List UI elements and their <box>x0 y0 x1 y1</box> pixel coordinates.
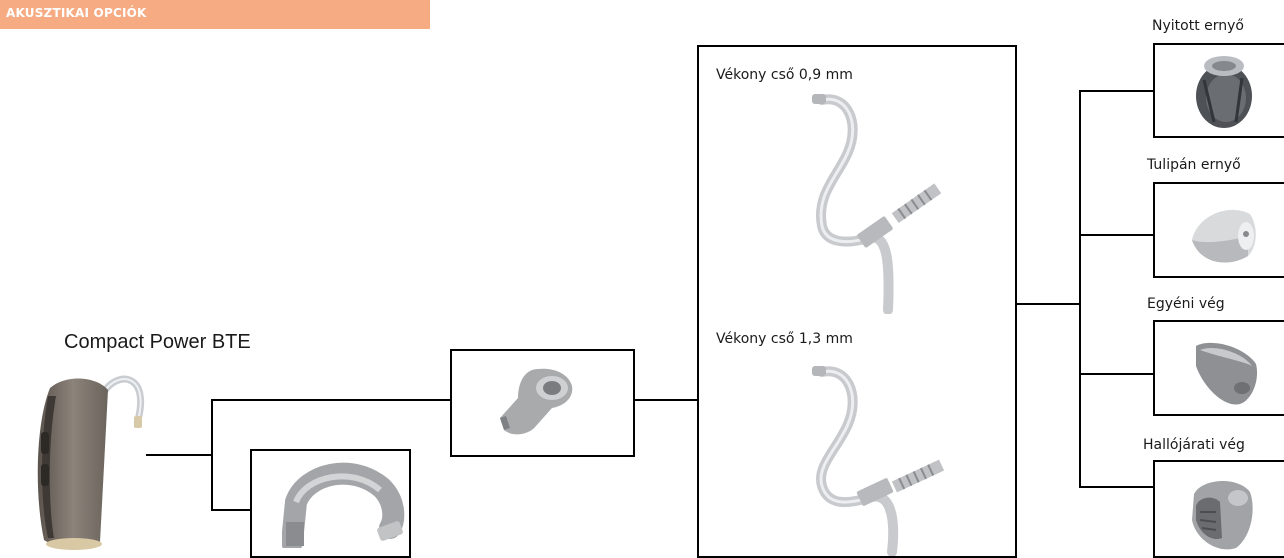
bte-hearing-aid-icon <box>26 372 158 552</box>
thin-tube-icon <box>808 94 958 314</box>
connector-to-adapter <box>211 399 451 401</box>
connector-split-vertical <box>211 399 213 510</box>
section-title: AKUSZTIKAI OPCIÓK <box>6 6 147 20</box>
open-dome-icon <box>1190 50 1260 132</box>
tip-label-tulip: Tulipán ernyő <box>1147 157 1241 173</box>
connector-adapter-tubes <box>634 399 698 401</box>
connector-tubes-tips <box>1016 303 1080 305</box>
tulip-dome-icon <box>1186 194 1262 272</box>
tip-label-custom: Egyéni vég <box>1147 296 1225 312</box>
connector-tip-canal <box>1079 486 1154 488</box>
custom-tip-icon <box>1186 332 1266 412</box>
tube-label-1-3: Vékony cső 1,3 mm <box>716 331 853 347</box>
connector-device <box>146 454 212 456</box>
tip-label-open: Nyitott ernyő <box>1152 18 1244 34</box>
canal-tip-icon <box>1182 468 1262 554</box>
connector-tip-custom <box>1079 373 1154 375</box>
tip-label-canal: Hallójárati vég <box>1143 437 1245 453</box>
earhook-icon <box>282 462 412 548</box>
connector-to-earhook <box>211 509 251 511</box>
thin-tube-icon <box>808 366 958 556</box>
device-label: Compact Power BTE <box>64 331 251 354</box>
tube-label-0-9: Vékony cső 0,9 mm <box>716 67 853 83</box>
connector-tip-tulip <box>1079 234 1154 236</box>
section-header: AKUSZTIKAI OPCIÓK <box>0 0 430 29</box>
connector-tips-vertical <box>1079 90 1081 488</box>
connector-tip-open <box>1079 90 1154 92</box>
tube-adapter-icon <box>492 364 582 444</box>
